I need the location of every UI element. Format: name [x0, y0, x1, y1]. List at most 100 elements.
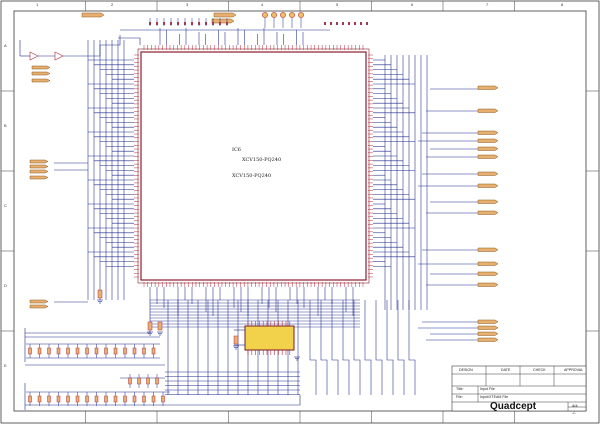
net-port: [477, 325, 499, 330]
test-point: [177, 22, 179, 25]
led-indicator: [289, 12, 295, 18]
zone-col-6: 6: [411, 2, 414, 7]
tb-header-approval: APPROVAL: [564, 368, 584, 372]
buffer-symbol: [54, 51, 64, 61]
resistor: [47, 347, 51, 355]
net-port: [477, 319, 499, 324]
zone-row-d: D: [4, 283, 7, 288]
led-indicator: [298, 12, 304, 18]
net-port: [31, 71, 51, 76]
zone-row-c: C: [4, 203, 7, 208]
tb-title-label: Title:: [456, 387, 464, 391]
bus-right-down: [408, 300, 416, 395]
capacitor: [233, 335, 239, 345]
zone-row-e: E: [4, 363, 7, 368]
resistor: [151, 347, 156, 355]
net-port: [211, 18, 235, 24]
net-port: [477, 271, 499, 276]
zone-col-2: 2: [111, 2, 114, 7]
tb-file-label: File:: [456, 395, 463, 399]
bus-right-down: [386, 300, 394, 395]
resistor: [113, 395, 118, 403]
resistor: [137, 377, 141, 385]
tb-header-design: DESIGN: [459, 368, 473, 372]
bus-right-down: [397, 300, 405, 395]
test-point: [348, 22, 350, 25]
resistor: [85, 395, 89, 403]
zone-col-8: 8: [561, 2, 564, 7]
wire: [60, 35, 121, 57]
net-port: [477, 130, 499, 135]
resistor: [132, 347, 137, 355]
tb-header-check: CHECK: [533, 368, 546, 372]
resistor: [66, 347, 70, 355]
fpga-outline-outer: [137, 48, 370, 284]
net-port: [213, 12, 237, 18]
wire: [118, 37, 141, 45]
net-port: [477, 261, 499, 266]
test-point: [342, 22, 344, 25]
resistor: [161, 395, 165, 403]
test-point: [324, 22, 326, 25]
resistor: [28, 395, 32, 403]
net-port: [477, 146, 499, 151]
test-point: [184, 22, 186, 25]
resistor: [85, 347, 89, 355]
resistor: [142, 395, 146, 403]
zone-col-1: 1: [36, 2, 39, 7]
bus-right-down: [364, 300, 372, 395]
capacitor: [97, 289, 103, 299]
zone-col-3: 3: [186, 2, 189, 7]
test-point: [149, 22, 151, 25]
title-block: [451, 365, 587, 412]
ic-ref-label: IC6: [232, 147, 241, 153]
zone-row-a: A: [4, 43, 7, 48]
resistor: [94, 347, 99, 355]
test-point: [191, 22, 193, 25]
wire: [25, 300, 151, 334]
resistor: [155, 377, 159, 385]
resistor: [66, 395, 70, 403]
tb-file-value: Input/XTEAM File: [480, 395, 509, 399]
tb-header-date: DATE: [501, 368, 511, 372]
resistor: [75, 395, 80, 403]
net-port: [477, 138, 499, 143]
brand-logo-text: Quadcept: [490, 401, 537, 412]
test-point: [170, 22, 172, 25]
resistor: [56, 347, 61, 355]
connector-header: [244, 325, 295, 351]
zone-col-7: 7: [486, 2, 489, 7]
bus-right-down: [331, 300, 339, 395]
test-point: [163, 22, 165, 25]
led-indicator: [271, 12, 277, 18]
resistor: [37, 395, 42, 403]
resistor: [146, 377, 150, 385]
bus-right-down: [342, 300, 350, 395]
net-port: [477, 154, 499, 159]
test-point: [226, 22, 228, 25]
tb-title-value: Input File: [480, 387, 495, 391]
resistor: [56, 395, 61, 403]
buffer-symbol: [29, 51, 39, 61]
tb-sheet-rev: -/-: [572, 410, 576, 415]
ic-part-label-2: XCV150-PQ240: [232, 173, 272, 179]
resistor: [142, 347, 146, 355]
resistor: [28, 347, 32, 355]
net-port: [31, 65, 51, 70]
capacitor: [157, 321, 163, 331]
resistor: [113, 347, 118, 355]
net-port: [29, 175, 49, 180]
bus-right-down: [375, 300, 383, 395]
net-port: [29, 304, 49, 309]
resistor: [75, 347, 80, 355]
bus-right-down: [309, 300, 317, 395]
led-indicator: [280, 12, 286, 18]
resistor: [128, 377, 132, 385]
resistor: [132, 395, 137, 403]
zone-col-5: 5: [336, 2, 339, 7]
test-point: [212, 22, 214, 25]
bus-right-down: [353, 300, 361, 395]
test-point: [336, 22, 338, 25]
